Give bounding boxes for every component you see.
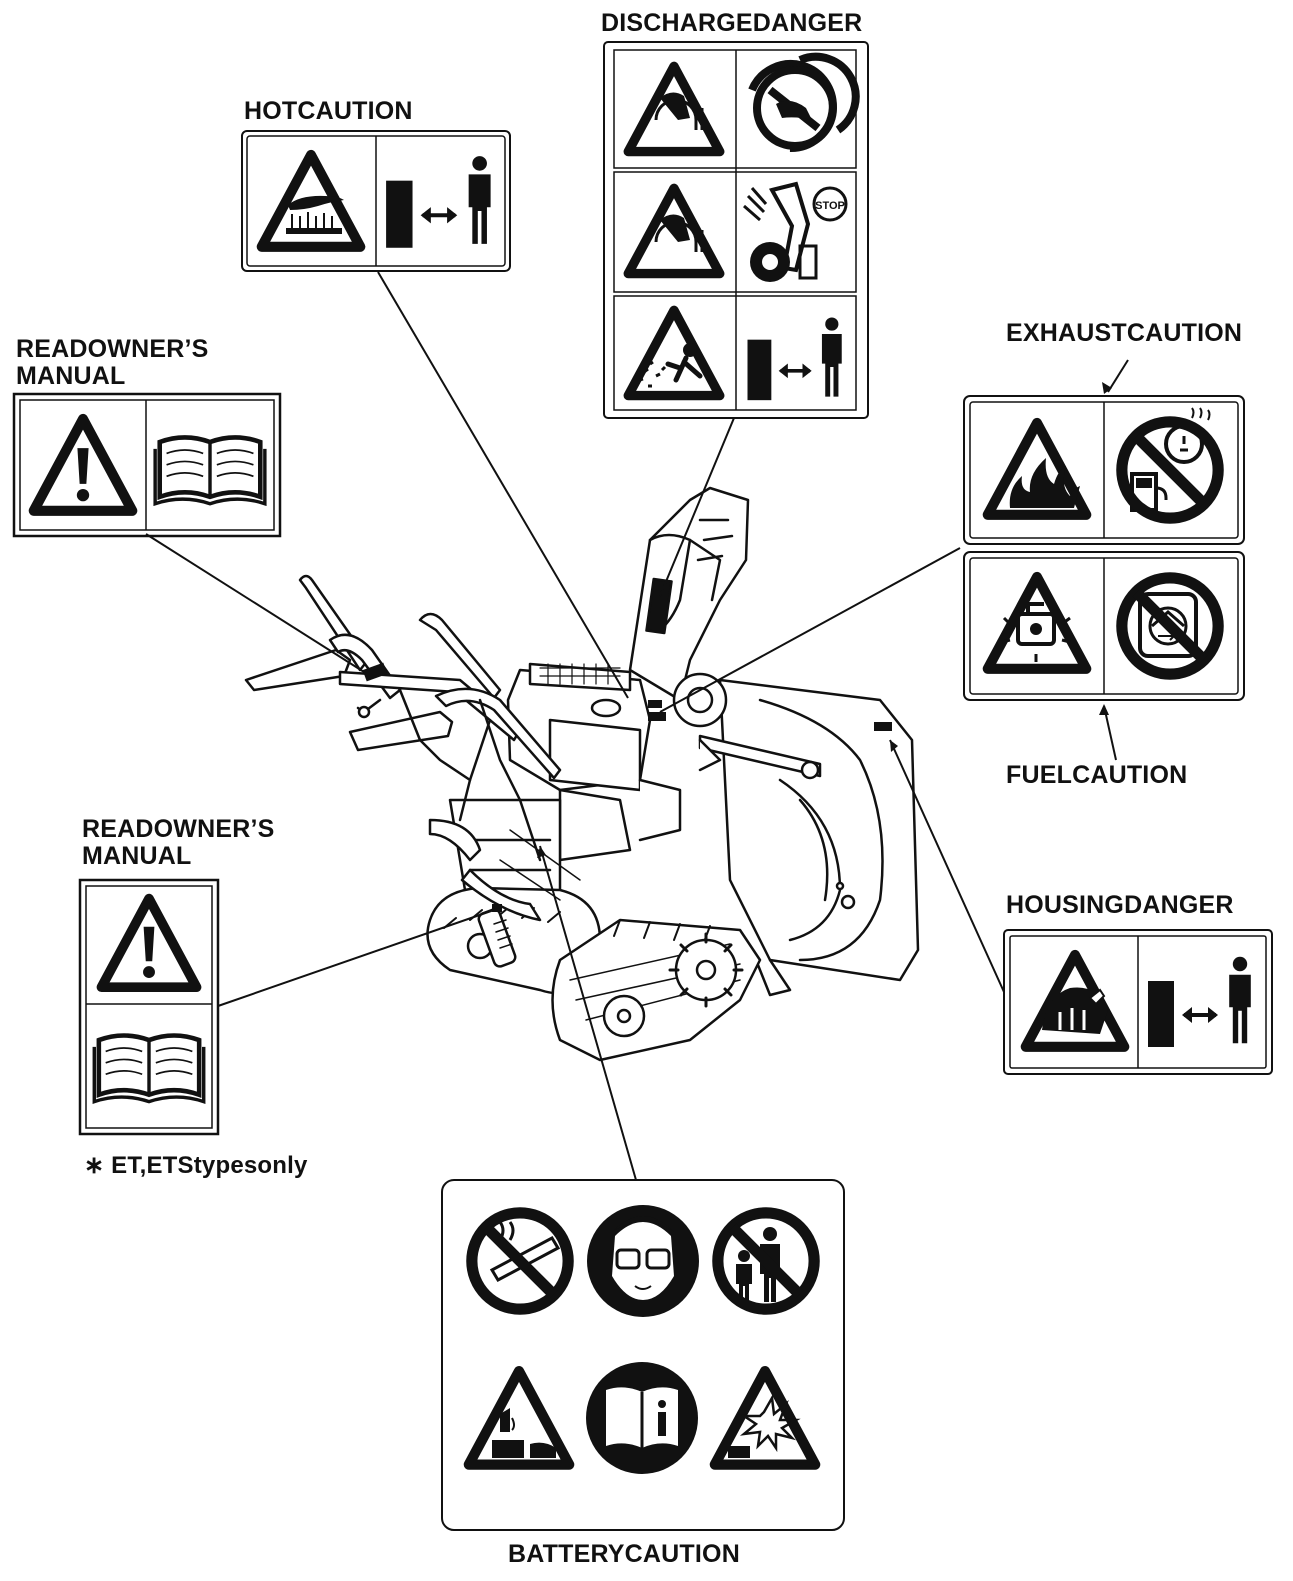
battery-caution-sticker	[441, 1179, 845, 1531]
hand-in-auger-warning-icon-2	[628, 188, 720, 273]
leader-battery-caution	[539, 845, 637, 1181]
read-manual-sticker-2	[78, 878, 220, 1136]
clear-chute-with-tool-stop-icon: STOP	[743, 181, 848, 282]
corrosive-acid-warning-icon	[469, 1371, 569, 1464]
stop-sign-text: STOP	[815, 200, 845, 212]
no-hands-in-rotor-icon	[748, 52, 860, 153]
leader-read-manual-1	[145, 533, 365, 673]
exhaust-caution-sticker	[963, 395, 1245, 545]
housing-danger-sticker	[1003, 929, 1273, 1075]
leader-hot-caution	[377, 271, 629, 699]
no-fuel-hot-engine-icon	[1122, 578, 1218, 674]
read-manual-label-2-line1: READOWNER’S	[82, 815, 275, 843]
housing-danger-label: HOUSINGDANGER	[1006, 891, 1234, 919]
no-refuel-running-icon	[1118, 407, 1222, 522]
explosive-gas-warning-icon	[715, 1371, 815, 1464]
types-note: ∗ ET,ETStypesonly	[84, 1152, 308, 1179]
hand-in-auger-warning-icon	[628, 66, 720, 151]
fuel-caution-sticker	[963, 551, 1245, 701]
auger-housing-warning-icon	[1026, 955, 1125, 1047]
read-manual-label-2: READOWNER’S MANUAL	[82, 816, 274, 870]
open-book-icon-2	[94, 1036, 203, 1102]
no-smoking-icon	[472, 1213, 568, 1309]
flying-debris-warning-icon	[628, 310, 720, 395]
fire-warning-icon	[988, 423, 1087, 515]
read-manual-label-1-line1: READOWNER’S	[16, 335, 209, 363]
keep-children-away-icon	[718, 1213, 814, 1309]
leader-exhaust-fuel	[659, 547, 961, 713]
eye-protection-icon	[587, 1205, 699, 1317]
open-book-icon	[155, 437, 265, 503]
snowblower-illustration	[244, 486, 920, 1062]
exhaust-caution-label: EXHAUSTCAUTION	[1006, 319, 1243, 347]
discharge-danger-sticker: STOP	[603, 41, 869, 419]
leader-discharge-danger	[659, 417, 735, 597]
hot-caution-label: HOTCAUTION	[244, 97, 413, 125]
leader-lines	[145, 271, 1129, 1181]
read-manual-sticker-1	[12, 392, 282, 538]
read-manual-label-1: READOWNER’S MANUAL	[16, 336, 208, 390]
read-manual-label-1-line2: MANUAL	[16, 362, 126, 390]
hot-surface-warning-icon	[262, 155, 361, 247]
battery-caution-label: BATTERYCAUTION	[508, 1540, 740, 1568]
discharge-danger-label: DISCHARGEDANGER	[601, 9, 863, 37]
hot-caution-sticker	[241, 130, 511, 272]
fuel-explosion-warning-icon	[988, 577, 1087, 669]
leader-read-manual-2	[217, 909, 495, 1007]
leader-housing-danger	[889, 739, 1005, 993]
read-manual-info-icon	[586, 1362, 698, 1474]
arrow-exhaust	[1107, 359, 1129, 393]
fuel-caution-label: FUELCAUTION	[1006, 761, 1188, 789]
read-manual-label-2-line2: MANUAL	[82, 842, 192, 870]
